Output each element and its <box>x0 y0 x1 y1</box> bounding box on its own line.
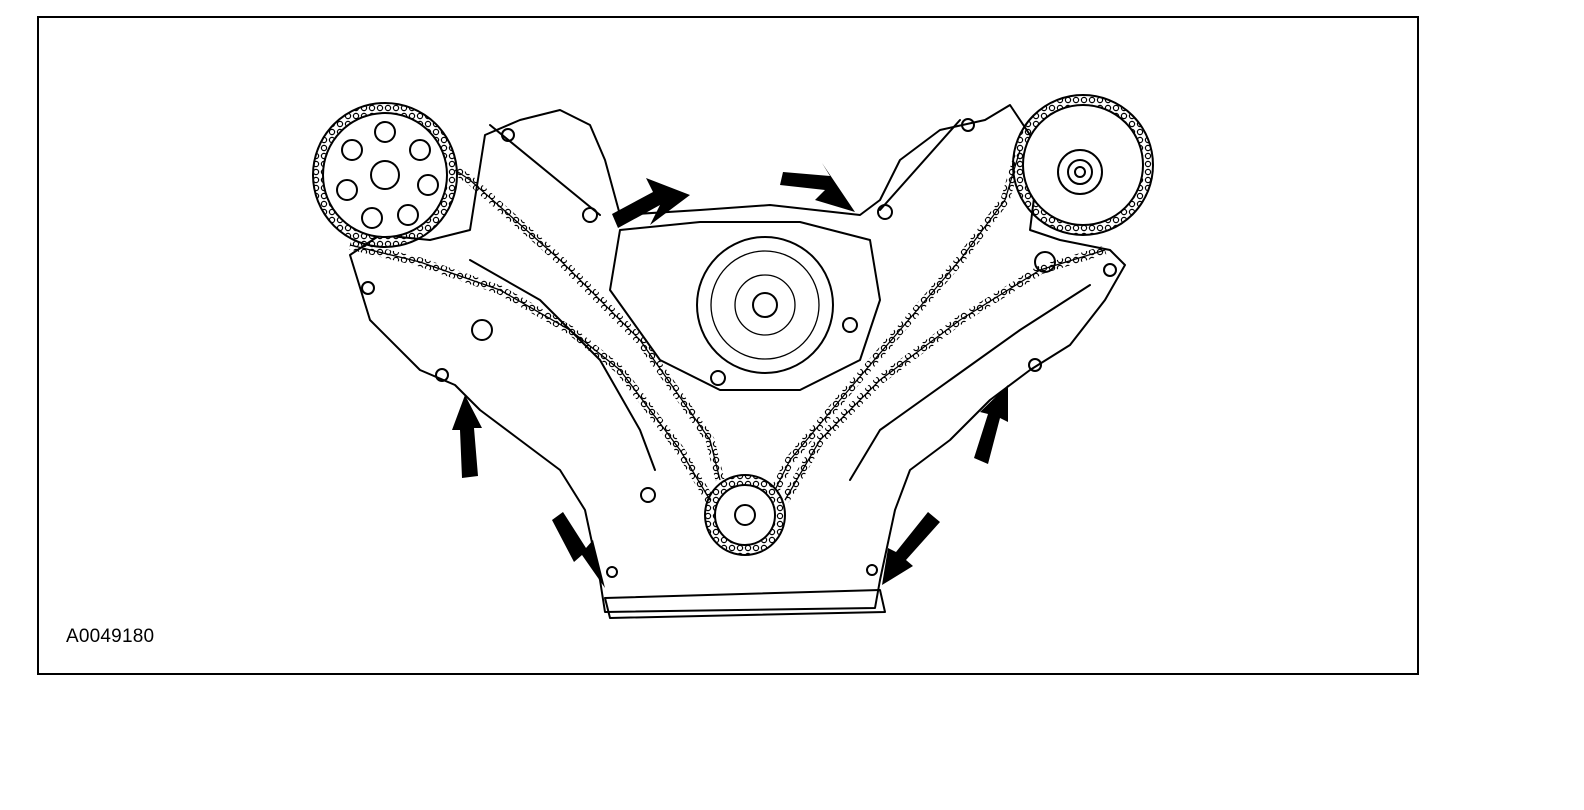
arrow-icon <box>612 178 690 228</box>
bolt-holes <box>361 118 1117 578</box>
engine-block-outline <box>349 104 1126 613</box>
right-cam-sprocket <box>1012 94 1154 236</box>
arrow-icon <box>882 512 940 585</box>
crank-sprocket <box>704 474 786 556</box>
callout-arrows <box>452 163 1008 588</box>
left-cam-sprocket <box>312 102 458 248</box>
arrow-icon <box>780 163 855 212</box>
arrow-icon <box>552 512 605 588</box>
center-pulley <box>609 221 881 391</box>
arrow-icon <box>452 395 482 478</box>
oil-pan-rail <box>604 589 886 619</box>
arrow-icon <box>974 385 1008 464</box>
figure-frame <box>37 16 1419 675</box>
figure-code-label: A0049180 <box>66 626 155 647</box>
